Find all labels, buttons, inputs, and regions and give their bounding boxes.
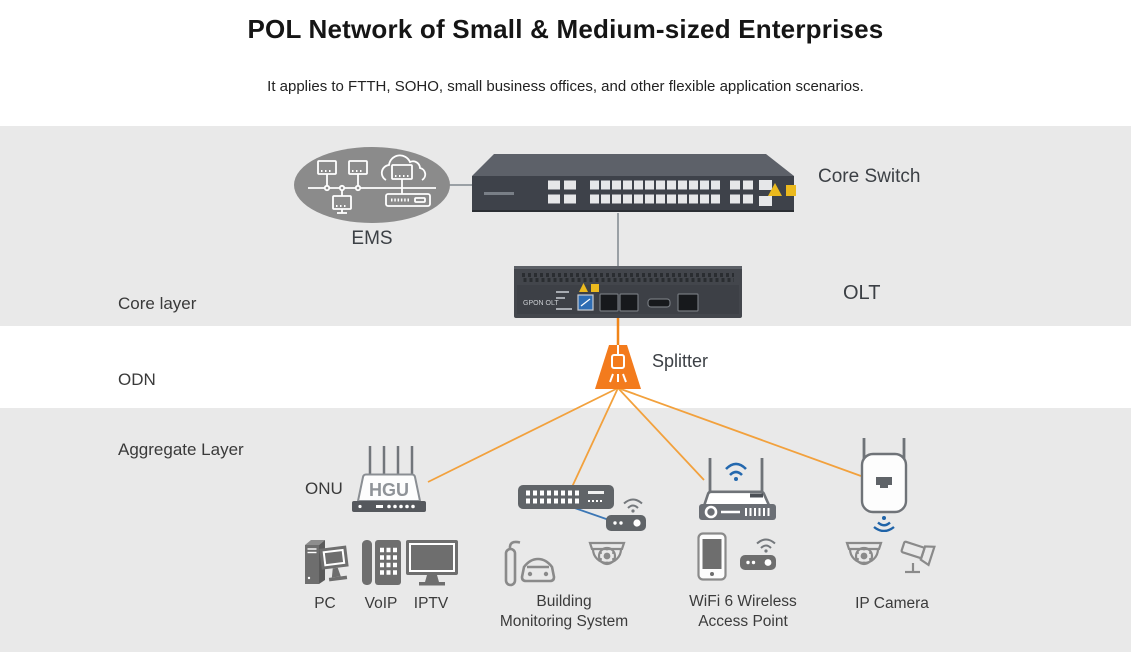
page-title: POL Network of Small & Medium-sized Ente… — [247, 14, 884, 44]
pc-icon — [305, 540, 349, 584]
dome-camera-icon — [845, 541, 883, 566]
wifi-waves-down-icon — [873, 521, 895, 532]
label-voip: VoIP — [364, 595, 398, 612]
label-building-line1: Building — [536, 593, 592, 610]
label-onu: ONU — [305, 479, 343, 498]
wifi-waves-blue-icon — [725, 462, 747, 476]
label-wifi6-ap: WiFi 6 Wireless Access Point — [663, 592, 823, 632]
olt-panel-text: GPON OLT — [523, 300, 559, 307]
label-pc: PC — [314, 595, 336, 612]
label-splitter: Splitter — [652, 351, 709, 371]
dome-camera-icon — [588, 541, 626, 566]
wifi6-ap-icon — [740, 538, 776, 570]
label-iptv: IPTV — [413, 595, 449, 612]
label-ems: EMS — [351, 228, 393, 249]
onu-hgu-icon: HGU — [352, 446, 426, 512]
parking-barrier-car-icon — [504, 540, 556, 587]
wifi-router-icon — [699, 458, 776, 520]
label-core-layer: Core layer — [118, 294, 197, 313]
wifi-waves-icon — [756, 538, 776, 549]
warning-triangle-icon — [768, 183, 782, 196]
page-subtitle: It applies to FTTH, SOHO, small business… — [267, 78, 864, 95]
wifi-extender-icon — [860, 438, 908, 532]
splitter-icon — [595, 345, 641, 389]
iptv-icon — [406, 540, 458, 586]
access-switch-icon — [518, 485, 614, 509]
olt-icon: GPON OLT — [514, 266, 742, 318]
lan-port-icon — [876, 477, 892, 488]
label-building-monitoring: Building Monitoring System — [483, 592, 645, 632]
core-switch-icon — [472, 154, 796, 212]
label-building-line2: Monitoring System — [499, 613, 629, 630]
hgu-text: HGU — [369, 480, 409, 500]
odn-layer-band — [0, 326, 1131, 408]
label-olt: OLT — [843, 282, 881, 304]
rj45-ports-icon — [599, 293, 699, 312]
smartphone-icon — [697, 532, 727, 581]
wireless-ap-icon — [606, 498, 646, 531]
voip-phone-icon — [362, 540, 401, 585]
label-odn: ODN — [118, 370, 156, 389]
label-aggregate-layer: Aggregate Layer — [118, 440, 244, 459]
wifi-waves-icon — [623, 498, 643, 509]
label-ip-camera: IP Camera — [855, 595, 929, 612]
bullet-camera-icon — [900, 540, 936, 574]
label-wifi6-line2: Access Point — [698, 613, 788, 630]
ems-icon — [294, 147, 450, 223]
label-wifi6-line1: WiFi 6 Wireless — [689, 593, 797, 610]
label-core-switch: Core Switch — [818, 166, 921, 187]
